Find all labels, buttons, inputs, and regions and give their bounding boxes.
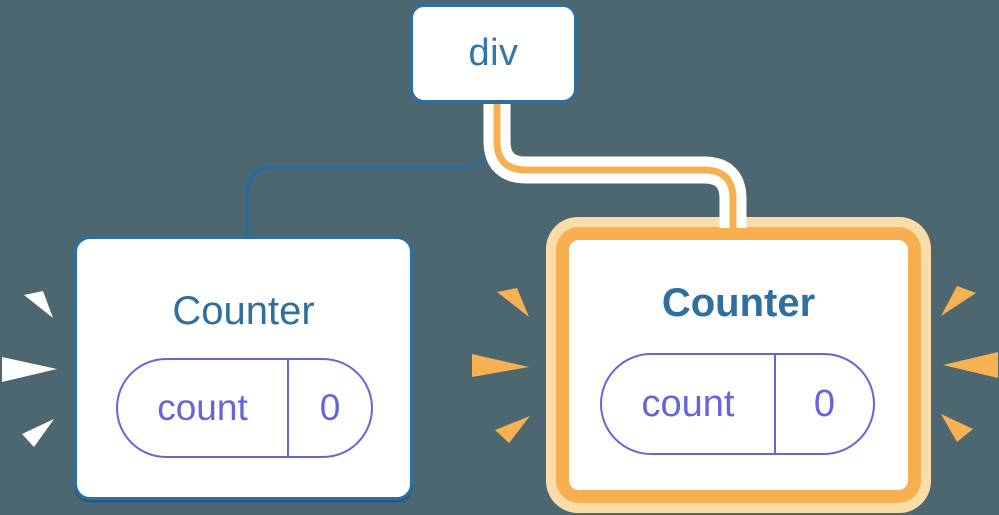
- state-pill: count 0: [600, 353, 875, 455]
- root-node: div: [410, 4, 577, 103]
- state-name: count: [641, 382, 735, 425]
- tree-edge-left: [245, 104, 493, 237]
- root-node-label: div: [468, 32, 519, 74]
- burst-marks-white: [2, 291, 57, 447]
- pill-divider: [287, 360, 289, 456]
- pill-divider: [774, 355, 776, 453]
- state-value: 0: [319, 387, 341, 428]
- state-value: 0: [813, 382, 836, 425]
- card-title: Counter: [661, 281, 816, 325]
- state-name: count: [157, 387, 248, 428]
- component-card-right-highlighted: Counter count 0: [546, 217, 931, 513]
- component-card-left: Counter count 0: [74, 236, 413, 500]
- tree-edge-right: [493, 104, 737, 233]
- tree-edge-right-casing: [483, 104, 747, 228]
- state-pill: count 0: [116, 358, 373, 458]
- burst-marks-orange-right: [941, 286, 998, 442]
- card-title: Counter: [172, 289, 315, 333]
- burst-marks-orange-left: [472, 288, 530, 443]
